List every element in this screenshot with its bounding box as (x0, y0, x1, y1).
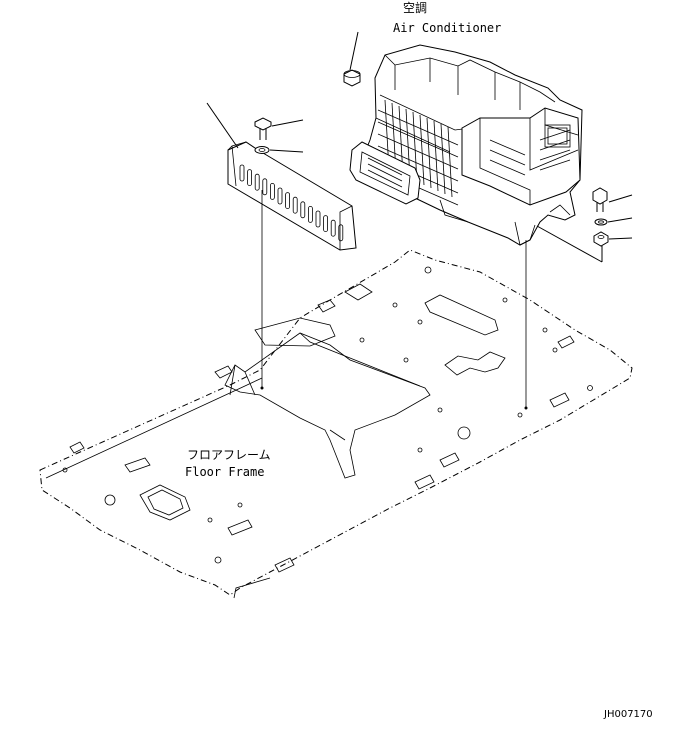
ac-front-outlet (349, 141, 421, 205)
ac-fin (447, 126, 453, 198)
floor-brackets (69, 283, 575, 573)
bolt-left (254, 117, 272, 140)
duct-cover-slot (285, 192, 291, 210)
ac-blower-housing (461, 107, 581, 206)
duct-cover-slot (292, 196, 298, 214)
floor-frame-label-jp: フロアフレーム (187, 448, 271, 462)
duct-cover-slot (300, 201, 306, 219)
floor-slot-center (444, 351, 506, 376)
duct-cover-slots (239, 164, 344, 242)
duct-cover-slot (277, 187, 283, 205)
drawing-code: JH007170 (603, 709, 653, 720)
ac-fin-cross (377, 133, 459, 170)
duct-cover-slot (330, 219, 336, 237)
floor-opening-left (139, 484, 191, 521)
washer-right (594, 218, 608, 226)
ac-fin (440, 123, 446, 195)
floor-frame-label-en: Floor Frame (185, 465, 264, 479)
ac-fin (433, 120, 439, 192)
ac-fin-cross (377, 145, 459, 182)
nut-right (593, 231, 609, 247)
leader-lines (206, 31, 633, 410)
duct-cover-slot (269, 182, 275, 200)
duct-cover (227, 141, 357, 251)
duct-cover-slot (262, 178, 268, 196)
duct-cover-slot (338, 224, 344, 242)
floor-frame-outline (39, 249, 633, 596)
duct-cover-slot (323, 215, 329, 233)
floor-slot-top (424, 294, 499, 336)
duct-cover-body (227, 141, 357, 251)
ac-inlet-stub (343, 69, 361, 87)
air-conditioner-unit (343, 44, 583, 246)
ac-fin-cross (377, 121, 459, 158)
duct-cover-slot (254, 173, 260, 191)
duct-cover-slot (307, 205, 313, 223)
ac-fin (426, 117, 432, 189)
floor-frame-inner-edge (45, 377, 271, 599)
ac-fin (419, 114, 425, 186)
air-conditioner-label-jp: 空調 (403, 1, 427, 15)
floor-opening-left-inner (147, 489, 184, 516)
floor-holes (62, 266, 593, 564)
ac-fins (377, 99, 459, 206)
bolt-right (592, 187, 608, 212)
floor-tunnel-ridge (229, 332, 421, 441)
air-conditioner-label-en: Air Conditioner (393, 21, 501, 35)
duct-cover-slot (247, 169, 253, 187)
washer-left (254, 146, 270, 154)
floor-frame (39, 249, 633, 599)
ac-fin-cross (377, 109, 459, 146)
floor-plate-front (254, 317, 336, 347)
duct-cover-slot (315, 210, 321, 228)
duct-cover-slot (239, 164, 245, 182)
